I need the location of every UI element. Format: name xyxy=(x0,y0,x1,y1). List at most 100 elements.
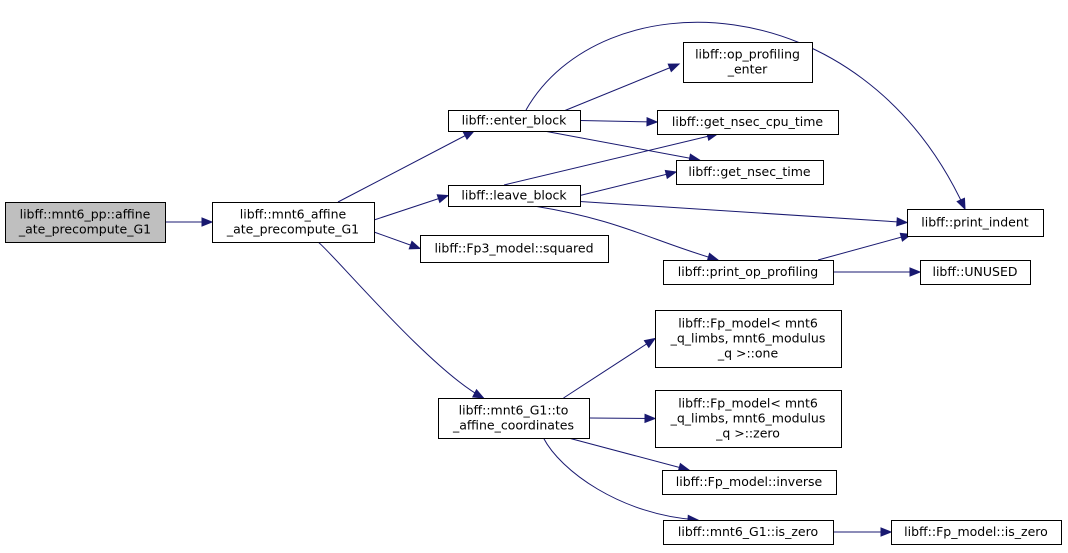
node-box xyxy=(663,520,834,545)
edge-line xyxy=(373,195,449,221)
nodes-layer: libff::mnt6_pp::affine_ate_precompute_G1… xyxy=(5,42,1062,545)
arrowhead xyxy=(646,117,659,127)
node-label: libff::Fp_model::inverse xyxy=(676,474,823,489)
edge-line xyxy=(564,63,680,111)
node-libff-fp-model-mnt6-q-limbs-mnt6-modulus-q-zero[interactable]: libff::Fp_model< mnt6_q_limbs, mnt6_modu… xyxy=(655,390,842,448)
node-libff-fp-model-mnt6-q-limbs-mnt6-modulus-q-one[interactable]: libff::Fp_model< mnt6_q_limbs, mnt6_modu… xyxy=(655,310,842,368)
node-box xyxy=(663,260,834,285)
arrowhead xyxy=(880,527,893,537)
arrowhead xyxy=(909,267,922,277)
node-label: libff::mnt6_G1::to xyxy=(459,403,569,418)
arrowhead xyxy=(436,194,450,204)
node-label: libff::Fp_model< mnt6 xyxy=(678,396,818,411)
node-libff-get-nsec-cpu-time[interactable]: libff::get_nsec_cpu_time xyxy=(657,110,839,135)
edge-line xyxy=(817,234,912,261)
node-libff-unused[interactable]: libff::UNUSED xyxy=(920,260,1031,285)
node-libff-mnt6-g1-to-affine-coordinates[interactable]: libff::mnt6_G1::to_affine_coordinates xyxy=(438,398,590,439)
node-box xyxy=(907,209,1044,237)
node-box xyxy=(662,470,837,495)
node-label: _enter xyxy=(727,62,768,77)
arrowhead xyxy=(644,413,657,424)
node-libff-enter-block[interactable]: libff::enter_block xyxy=(448,110,581,132)
node-label: libff::UNUSED xyxy=(932,264,1017,279)
node-label: libff::print_indent xyxy=(921,215,1028,230)
node-label: _q >::one xyxy=(717,346,779,361)
node-box xyxy=(438,398,590,439)
node-libff-mnt6-g1-is-zero[interactable]: libff::mnt6_G1::is_zero xyxy=(663,520,834,545)
node-box xyxy=(676,160,824,185)
edge-line xyxy=(543,437,699,521)
edge-line xyxy=(503,133,718,186)
edge-n1-n4 xyxy=(373,231,422,250)
edge-n10-n9 xyxy=(817,232,913,261)
edge-line xyxy=(579,201,908,223)
arrowhead xyxy=(408,240,422,250)
edge-line xyxy=(579,120,658,123)
node-label: libff::Fp_model< mnt6 xyxy=(678,316,818,331)
edge-n1-n5 xyxy=(317,241,485,399)
edge-line xyxy=(533,205,719,261)
node-label: _affine_coordinates xyxy=(452,418,574,433)
edge-n2-n9 xyxy=(525,21,966,211)
edge-n3-n8 xyxy=(579,169,678,196)
node-box xyxy=(891,520,1062,545)
node-libff-get-nsec-time[interactable]: libff::get_nsec_time xyxy=(676,160,824,185)
node-label: libff::Fp3_model::squared xyxy=(434,241,593,256)
arrowhead xyxy=(706,252,720,262)
node-label: libff::mnt6_G1::is_zero xyxy=(678,524,818,539)
node-label: libff::mnt6_pp::affine xyxy=(20,207,151,222)
edge-n0-n1 xyxy=(165,217,214,227)
node-libff-fp-model-inverse[interactable]: libff::Fp_model::inverse xyxy=(662,470,837,495)
node-libff-fp3-model-squared[interactable]: libff::Fp3_model::squared xyxy=(420,235,609,263)
node-label: libff::op_profiling xyxy=(695,47,800,62)
edge-line xyxy=(588,417,656,419)
node-label: libff::leave_block xyxy=(461,188,567,203)
edge-n5-n12 xyxy=(563,337,657,399)
node-label: _q >::zero xyxy=(715,426,780,441)
edges-layer xyxy=(165,21,966,537)
node-libff-mnt6-pp-affine-ate-precompute-g1[interactable]: libff::mnt6_pp::affine_ate_precompute_G1 xyxy=(5,202,166,243)
node-label: libff::get_nsec_time xyxy=(688,164,810,179)
node-label: _ate_precompute_G1 xyxy=(226,222,359,237)
node-box xyxy=(683,42,813,83)
edge-line xyxy=(568,437,690,471)
node-label: _q_limbs, mnt6_modulus xyxy=(670,411,826,426)
edge-line xyxy=(579,171,677,196)
node-box xyxy=(920,260,1031,285)
node-libff-fp-model-is-zero[interactable]: libff::Fp_model::is_zero xyxy=(891,520,1062,545)
edge-n3-n9 xyxy=(579,201,909,227)
node-label: libff::print_op_profiling xyxy=(678,264,819,279)
arrowhead xyxy=(664,169,678,180)
node-box xyxy=(5,202,166,243)
edge-n2-n7 xyxy=(579,117,659,127)
edge-n2-n8 xyxy=(543,130,701,163)
node-label: libff::get_nsec_cpu_time xyxy=(672,114,823,129)
edge-n10-n11 xyxy=(833,267,922,277)
edge-n15-n16 xyxy=(833,527,893,537)
node-box xyxy=(420,235,609,263)
node-label: libff::Fp_model::is_zero xyxy=(904,524,1048,539)
node-box xyxy=(655,390,842,448)
node-libff-mnt6-affine-ate-precompute-g1[interactable]: libff::mnt6_affine_ate_precompute_G1 xyxy=(212,202,375,243)
node-box xyxy=(212,202,375,243)
arrowhead xyxy=(471,388,485,399)
node-label: _q_limbs, mnt6_modulus xyxy=(670,331,826,346)
arrowhead xyxy=(896,217,909,227)
node-libff-print-op-profiling[interactable]: libff::print_op_profiling xyxy=(663,260,834,285)
edge-n1-n3 xyxy=(373,194,450,221)
edge-n2-n6 xyxy=(564,63,681,111)
node-libff-print-indent[interactable]: libff::print_indent xyxy=(907,209,1044,237)
edge-line xyxy=(337,130,475,203)
edge-line xyxy=(317,241,484,399)
edge-line xyxy=(525,21,966,210)
node-label: libff::enter_block xyxy=(462,113,567,128)
node-libff-op-profiling-enter[interactable]: libff::op_profiling_enter xyxy=(683,42,813,83)
arrowhead xyxy=(956,197,966,211)
arrowhead xyxy=(462,130,476,141)
edge-n5-n13 xyxy=(588,413,657,424)
node-libff-leave-block[interactable]: libff::leave_block xyxy=(448,185,581,207)
edge-line xyxy=(563,338,656,399)
edge-line xyxy=(543,130,700,161)
node-box xyxy=(655,310,842,368)
